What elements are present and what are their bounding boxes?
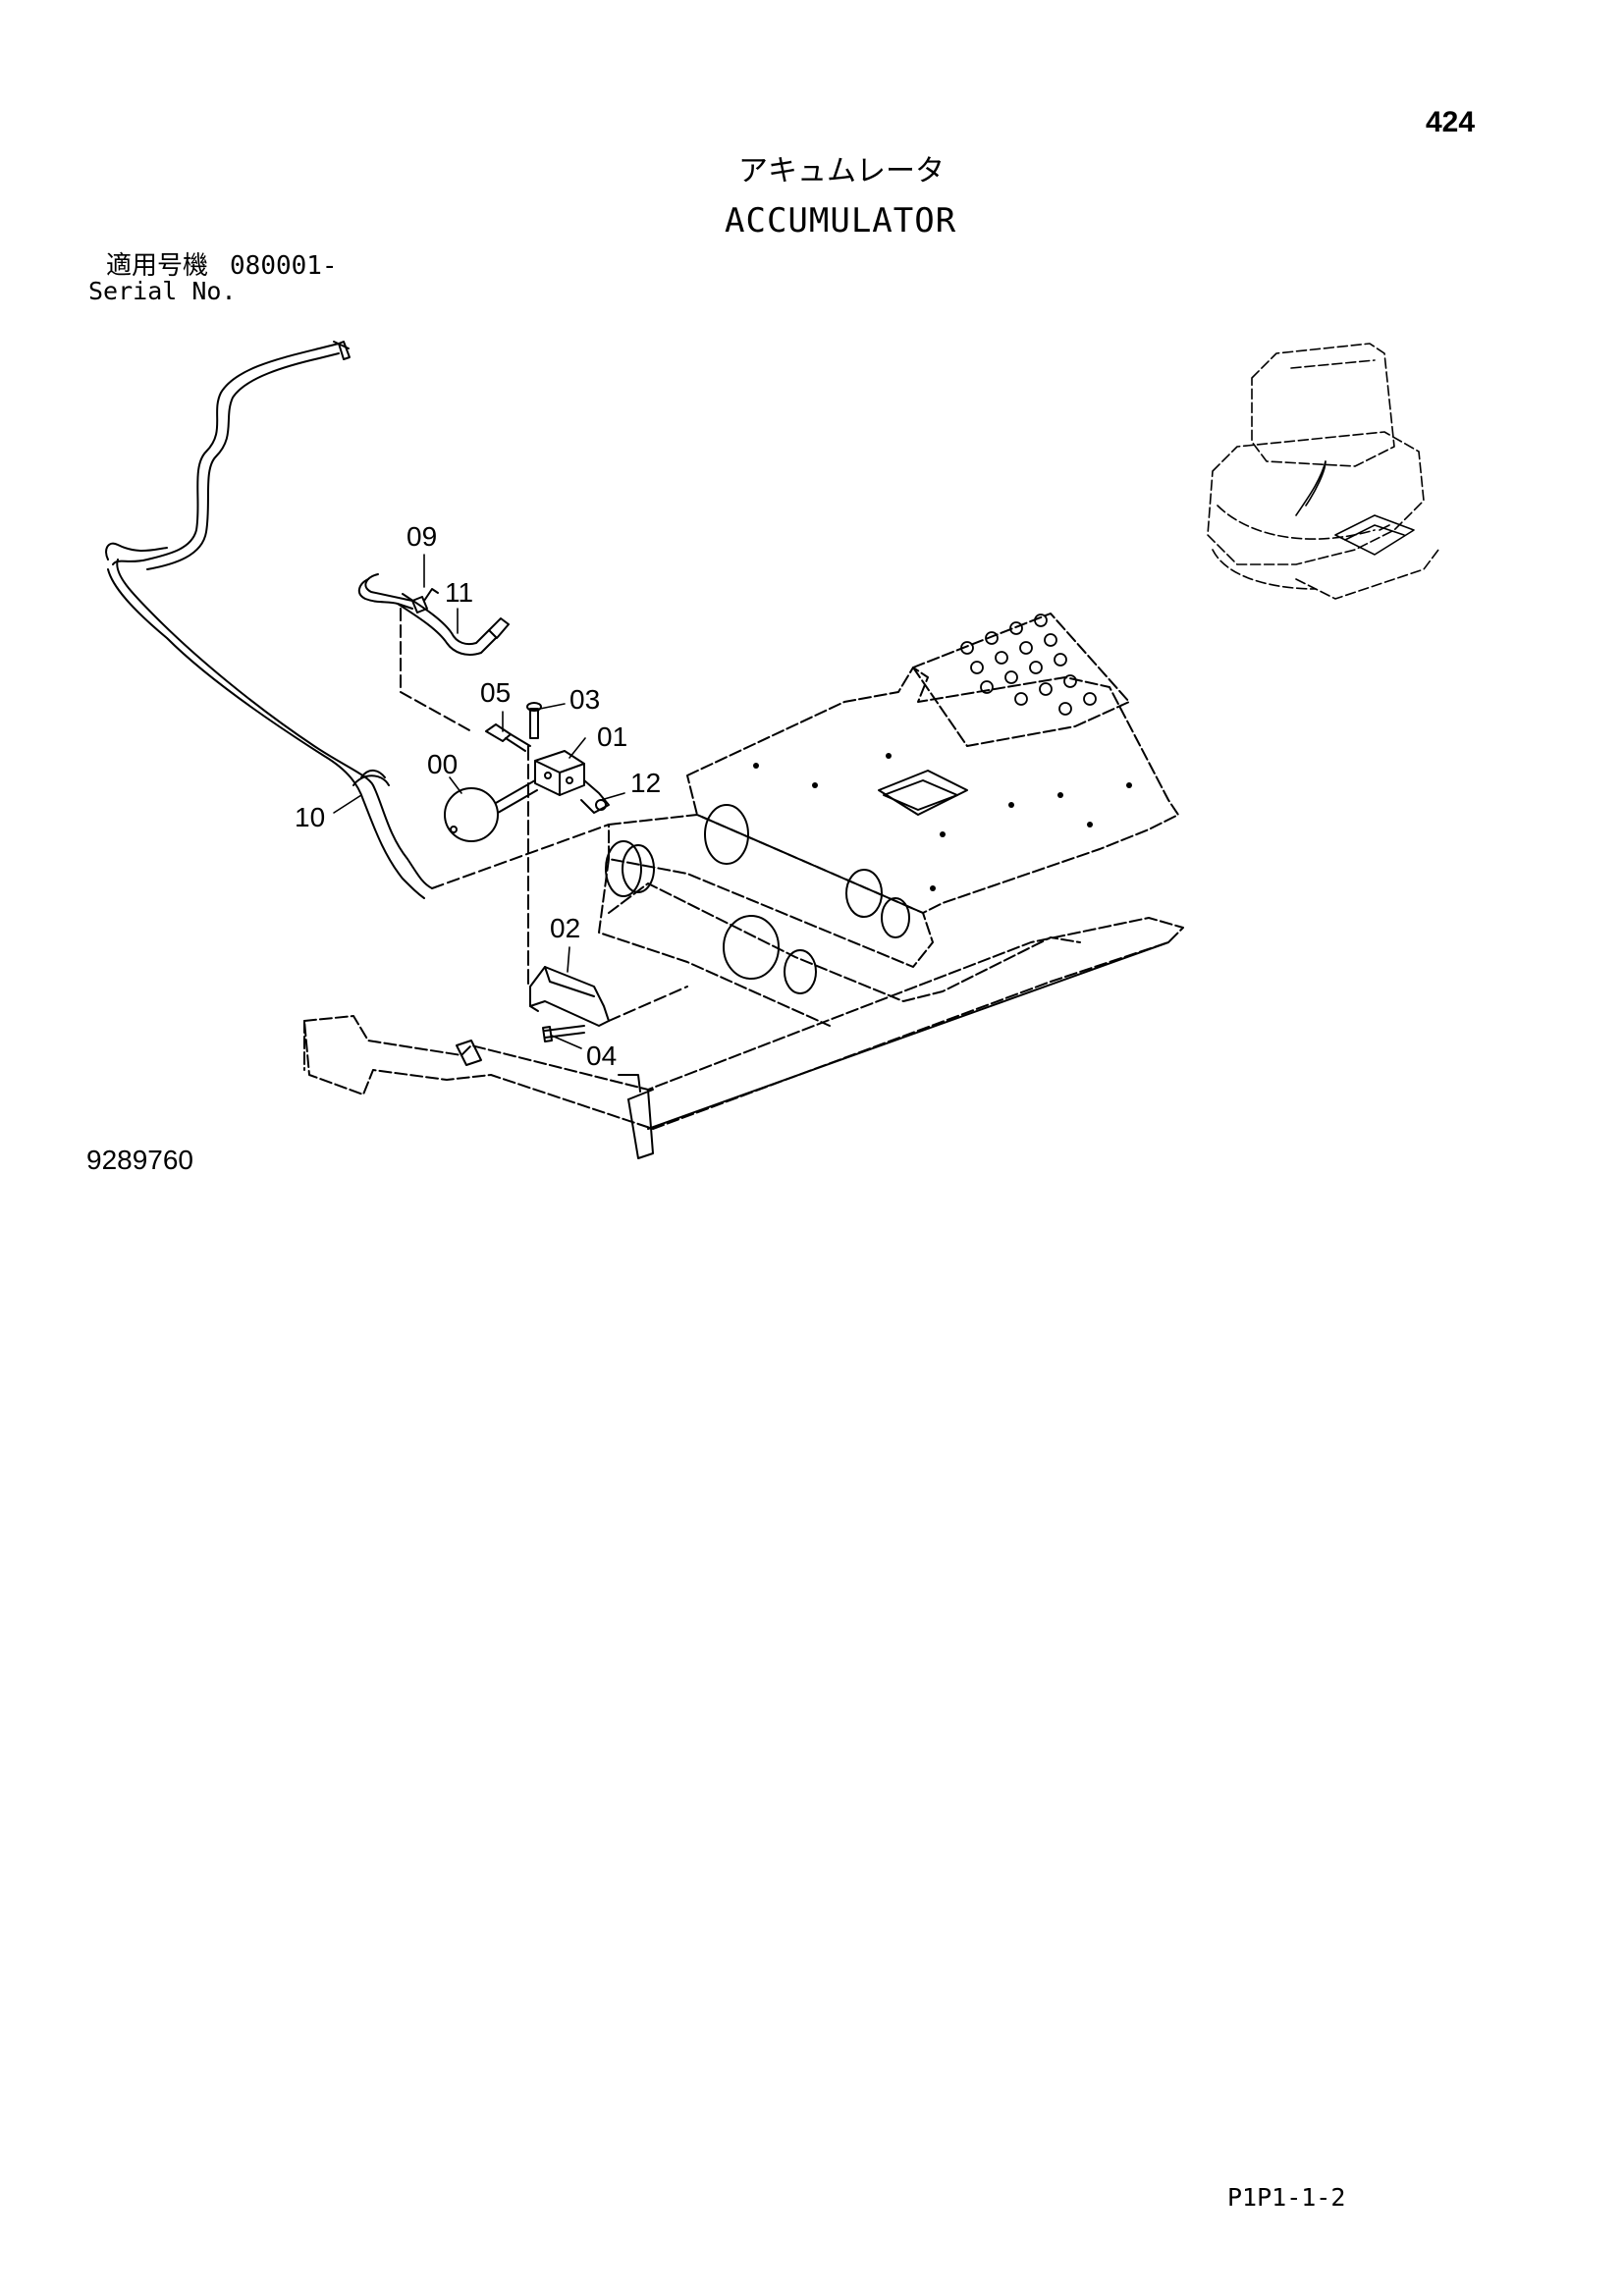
serial-label-japanese: 適用号機 080001- <box>106 253 338 279</box>
callout-label: 02 <box>550 913 580 943</box>
callout-label: 11 <box>445 577 473 608</box>
sheet-code: P1P1-1-2 <box>1227 2183 1346 2212</box>
serial-label-english: Serial No. <box>88 277 237 305</box>
hose-10-drawing <box>105 341 433 899</box>
callout-label: 10 <box>295 802 325 832</box>
drawing-number: 9289760 <box>86 1145 194 1175</box>
callout-label: 12 <box>630 768 661 798</box>
beam-drawing <box>303 917 1184 1159</box>
frame-drawing <box>598 613 1179 1027</box>
callout-labels: 09 11 05 03 01 00 12 10 02 04 <box>295 521 661 1071</box>
callout-label: 00 <box>427 749 458 779</box>
hose-11-drawing <box>357 573 510 656</box>
serial-jp-label: 適用号機 <box>106 251 209 281</box>
callout-label: 01 <box>597 721 627 752</box>
callout-label: 04 <box>586 1041 617 1071</box>
serial-value: 080001- <box>230 251 338 281</box>
accumulator-assembly-drawing <box>400 608 610 988</box>
title-japanese: アキュムレータ <box>738 154 945 188</box>
bracket-drawing <box>529 966 688 1042</box>
callout-label: 05 <box>480 677 511 708</box>
callout-label: 09 <box>406 521 437 552</box>
page-number: 424 <box>1426 106 1476 138</box>
title-english: ACCUMULATOR <box>725 201 957 240</box>
leader-lines <box>333 554 625 1049</box>
excavator-inset-drawing <box>1207 343 1439 600</box>
callout-label: 03 <box>569 684 600 715</box>
